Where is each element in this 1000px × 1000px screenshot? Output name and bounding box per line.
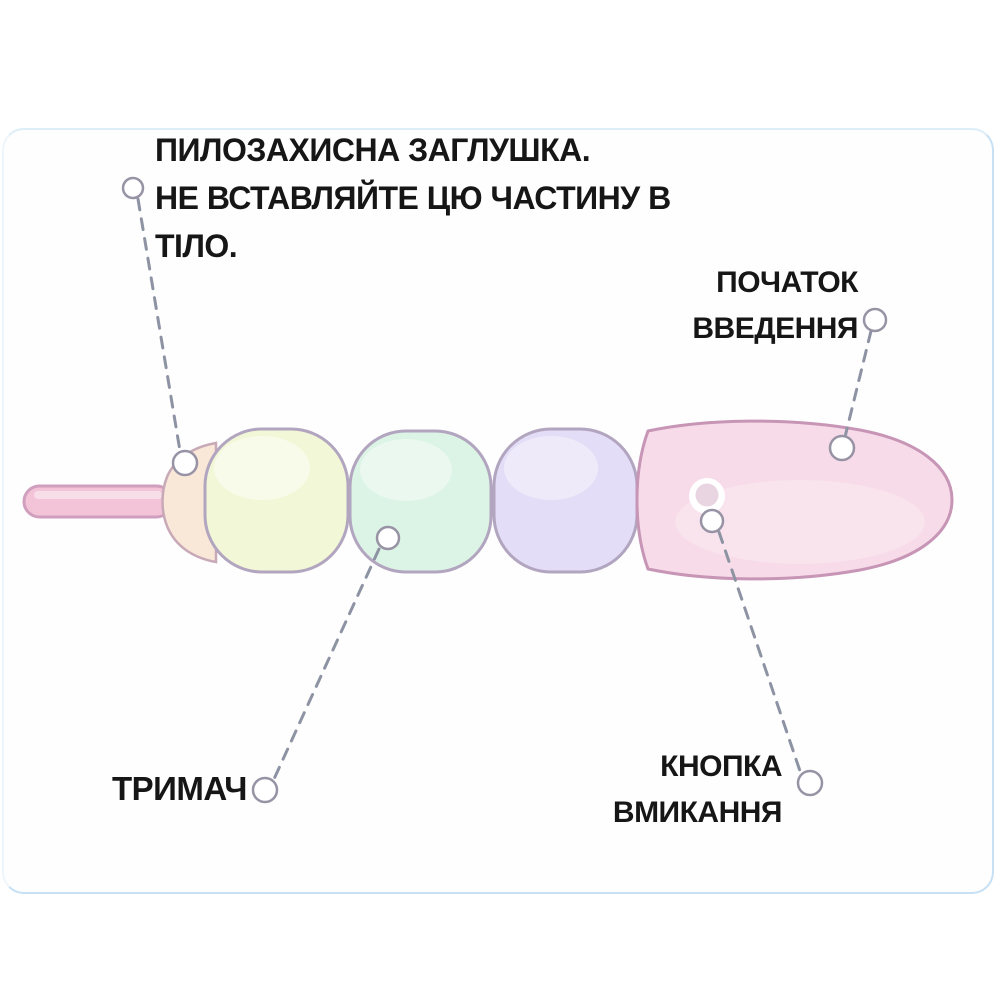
bead-green-highlight xyxy=(360,439,452,501)
anchor-device-insertion-start xyxy=(828,434,856,462)
anchor-label-dust-cap xyxy=(121,176,145,200)
leader-line-power-button xyxy=(717,530,802,773)
bead-purple-highlight xyxy=(504,436,598,500)
anchor-label-power-button xyxy=(796,769,824,797)
anchor-device-dust-cap xyxy=(171,449,199,477)
anchor-device-power-button xyxy=(699,508,725,534)
handle-stick xyxy=(22,484,174,519)
anchor-label-insertion-start xyxy=(862,307,888,333)
label-holder: ТРИМАЧ xyxy=(112,770,247,807)
leader-line-dust-cap xyxy=(136,197,182,453)
leader-line-insertion-start xyxy=(843,329,873,439)
main-body-highlight xyxy=(675,480,925,564)
handle-stick-highlight xyxy=(34,491,162,499)
power-button-center xyxy=(695,483,719,507)
leader-line-holder xyxy=(272,547,381,781)
anchor-device-holder xyxy=(375,525,401,551)
label-power-button: КНОПКА ВМИКАННЯ xyxy=(612,750,783,829)
anchor-label-holder xyxy=(251,776,279,804)
bead-segment-yellow xyxy=(203,427,350,574)
label-insertion-start: ПОЧАТОК ВВЕДЕННЯ xyxy=(692,266,858,345)
bead-yellow-highlight xyxy=(214,436,310,500)
label-dust-cap: ПИЛОЗАХИСНА ЗАГЛУШКА. НЕ ВСТАВЛЯЙТЕ ЦЮ Ч… xyxy=(155,132,671,264)
main-body xyxy=(635,419,954,581)
